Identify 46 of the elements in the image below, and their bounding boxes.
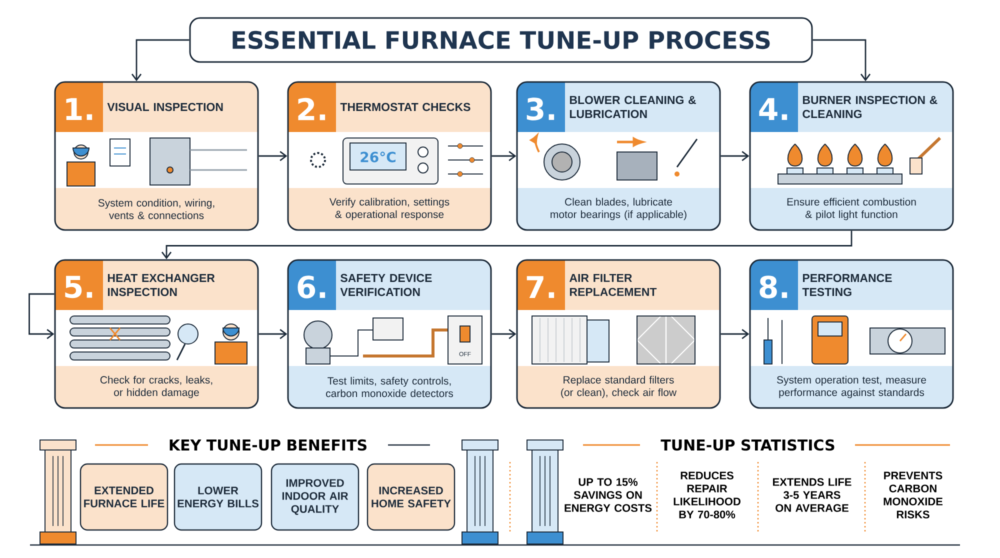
step-description: System condition, wiring, vents & connections: [98, 198, 214, 220]
step-number: 6.: [298, 276, 326, 298]
step-description: Ensure efficient combustion & pilot light function: [787, 198, 916, 220]
section-heading: KEY TUNE-UP BENEFITS: [170, 439, 366, 451]
benefit-box: LOWER ENERGY BILLS: [174, 463, 262, 531]
arrow: [131, 39, 190, 82]
step-description: Clean blades, lubricate motor bearings (if applicable): [550, 198, 686, 220]
statistic: UP TO 15% SAVINGS ON ENERGY COSTS: [564, 478, 652, 512]
arrow: [720, 150, 750, 162]
title-box: ESSENTIAL FURNACE TUNE-UP PROCESS: [189, 17, 813, 63]
statistic: REDUCES REPAIR LIKELIHOOD BY 70-80%: [674, 472, 740, 518]
step-number: 5.: [65, 276, 92, 298]
statistic: EXTENDS LIFE 3-5 YEARS ON AVERAGE: [773, 478, 852, 512]
step-number: 8.: [760, 276, 788, 298]
step-number: 3.: [526, 98, 554, 120]
benefit-box: IMPROVED INDOOR AIR QUALITY: [270, 463, 360, 531]
step-number: 4.: [759, 98, 788, 120]
step-description: Replace standard filters (or clean), check air flow: [561, 376, 677, 398]
arrow: [492, 150, 516, 162]
arrow: [720, 328, 750, 340]
arrow: [492, 328, 516, 340]
arrow: [812, 39, 871, 82]
benefit-box: EXTENDED FURNACE LIFE: [80, 463, 168, 531]
statistic: PREVENTS CARBON MONOXIDE RISKS: [884, 472, 943, 518]
step-heading: AIR FILTER REPLACEMENT: [570, 274, 657, 296]
step-number: 1.: [66, 98, 92, 120]
step-heading: PERFORMANCE TESTING: [802, 274, 892, 296]
step-heading: THERMOSTAT CHECKS: [340, 102, 470, 112]
display-reading: 26°C: [360, 152, 396, 162]
step-number: 7.: [526, 276, 554, 298]
step-description: Verify calibration, settings & operational response: [329, 198, 450, 220]
step-heading: BLOWER CLEANING & LUBRICATION: [570, 96, 696, 118]
arrow: [161, 230, 852, 260]
step-heading: SAFETY DEVICE VERIFICATION: [340, 274, 432, 296]
step-heading: BURNER INSPECTION & CLEANING: [802, 96, 938, 118]
step-description: Check for cracks, leaks, or hidden damage: [100, 376, 212, 398]
benefit-box: INCREASED HOME SAFETY: [366, 463, 456, 531]
step-heading: VISUAL INSPECTION: [107, 102, 223, 112]
step-description: System operation test, measure performance against standards: [777, 376, 926, 398]
section-heading: TUNE-UP STATISTICS: [660, 439, 834, 451]
arrow: [28, 293, 54, 340]
arrow: [258, 328, 288, 340]
arrow: [258, 150, 288, 162]
step-number: 2.: [298, 98, 326, 120]
step-description: Test limits, safety controls, carbon monoxide detectors: [326, 376, 453, 398]
step-heading: HEAT EXCHANGER INSPECTION: [108, 274, 215, 296]
